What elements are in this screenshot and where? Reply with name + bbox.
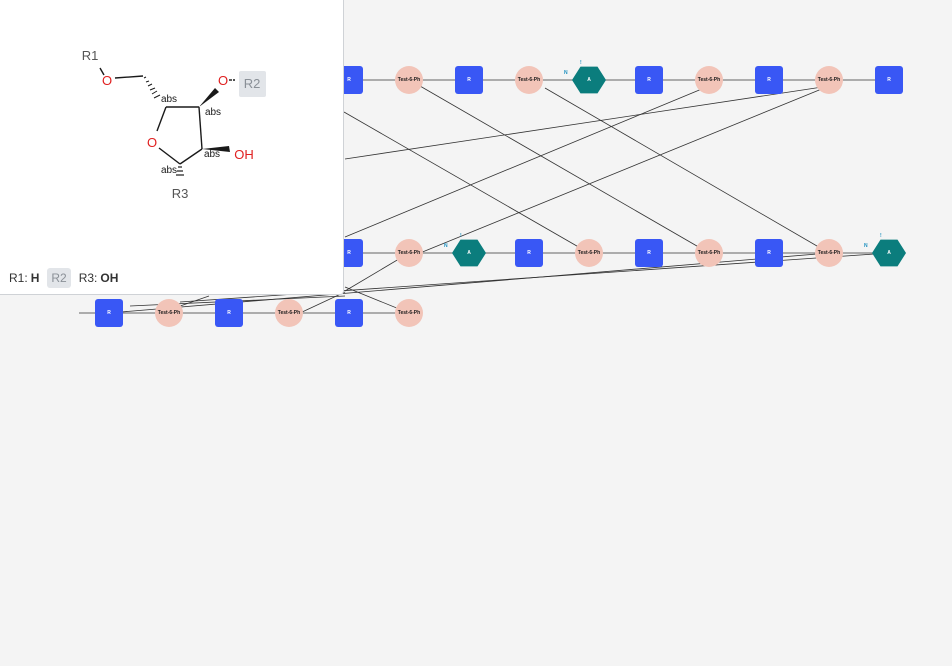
bond-o-ch2	[114, 75, 144, 79]
sugar-monomer-label: R	[347, 77, 351, 83]
sugar-monomer-label: R	[227, 310, 231, 316]
bond-c4-oring	[156, 106, 167, 132]
sugar-monomer[interactable]	[215, 299, 243, 327]
sugar-monomer[interactable]	[635, 66, 663, 94]
base-monomer-label: A	[887, 250, 891, 256]
r2-label: R2	[244, 76, 261, 91]
sugar-monomer[interactable]	[455, 66, 483, 94]
linker-monomer-label: Test-6-Ph	[398, 77, 420, 83]
base-monomer[interactable]	[572, 66, 606, 94]
base-attachment-tag: N	[864, 243, 868, 249]
base-attachment-tag: !	[880, 233, 882, 239]
base-monomer[interactable]	[872, 239, 906, 267]
linker-monomer-label: Test-6-Ph	[398, 310, 420, 316]
wedge-c3-o	[199, 88, 219, 107]
sugar-monomer[interactable]	[515, 239, 543, 267]
rgroup-r1: R1: H	[9, 271, 39, 285]
crosslink-bond	[419, 85, 830, 254]
stereo-label: abs	[204, 149, 220, 160]
sugar-monomer-label: R	[647, 77, 651, 83]
bond-oring-c1	[158, 147, 181, 165]
linker-monomer[interactable]	[395, 239, 423, 267]
sugar-monomer-label: R	[107, 310, 111, 316]
sugar-monomer[interactable]	[875, 66, 903, 94]
linker-monomer-label: Test-6-Ph	[698, 77, 720, 83]
linker-monomer[interactable]	[815, 66, 843, 94]
rgroup-name: R2	[51, 271, 67, 285]
crosslink-bond	[419, 85, 710, 254]
linker-monomer[interactable]	[695, 66, 723, 94]
linker-monomer[interactable]	[275, 299, 303, 327]
sugar-monomer-label: R	[767, 250, 771, 256]
linker-monomer-label: Test-6-Ph	[578, 250, 600, 256]
base-monomer-label: A	[587, 77, 591, 83]
sugar-monomer-label: R	[467, 77, 471, 83]
monomer-structure-preview: R1 O O R2 O OH R3 abs abs abs abs R1: H …	[0, 0, 344, 295]
crosslink-bond	[344, 85, 830, 160]
r1-label: R1	[82, 48, 99, 63]
crosslink-bond	[343, 111, 590, 254]
sugar-monomer[interactable]	[95, 299, 123, 327]
bond-c1-c2	[179, 148, 203, 165]
linker-monomer[interactable]	[515, 66, 543, 94]
wedge-c2-oh	[202, 146, 230, 152]
sugar-monomer[interactable]	[635, 239, 663, 267]
base-attachment-tag: !	[580, 60, 582, 66]
base-monomer-label: A	[467, 250, 471, 256]
linker-monomer-label: Test-6-Ph	[698, 250, 720, 256]
atom-o-ring: O	[147, 135, 157, 150]
stereo-label: abs	[161, 94, 177, 105]
atom-o-right: O	[218, 73, 228, 88]
linker-monomer-label: Test-6-Ph	[158, 310, 180, 316]
linker-monomer-label: Test-6-Ph	[818, 77, 840, 83]
atom-o-left: O	[102, 73, 112, 88]
linker-monomer[interactable]	[575, 239, 603, 267]
sugar-monomer-label: R	[767, 77, 771, 83]
linker-monomer[interactable]	[155, 299, 183, 327]
linker-monomer[interactable]	[395, 66, 423, 94]
rgroup-name: R1:	[9, 271, 28, 285]
rgroup-value: OH	[100, 271, 119, 285]
rgroup-r2: R2	[47, 268, 71, 288]
base-monomer[interactable]	[452, 239, 486, 267]
r3-label: R3	[172, 186, 189, 201]
structure-drawing: R1 O O R2 O OH R3 abs abs abs abs	[82, 48, 266, 201]
linker-monomer-label: Test-6-Ph	[818, 250, 840, 256]
sugar-monomer[interactable]	[335, 299, 363, 327]
stereo-label: abs	[205, 107, 221, 118]
sugar-monomer-label: R	[347, 310, 351, 316]
stereo-label: abs	[161, 165, 177, 176]
linker-monomer[interactable]	[395, 299, 423, 327]
rgroup-r3: R3: OH	[79, 271, 119, 285]
sugar-monomer-label: R	[527, 250, 531, 256]
sugar-monomer[interactable]	[755, 66, 783, 94]
linker-monomer[interactable]	[695, 239, 723, 267]
linker-monomer-label: Test-6-Ph	[518, 77, 540, 83]
rgroup-name: R3:	[78, 271, 98, 285]
sugar-monomer-label: R	[347, 250, 351, 256]
crosslink-bond	[344, 85, 710, 238]
bond-r1-o	[99, 67, 105, 76]
base-attachment-tag: N	[564, 70, 568, 76]
crosslink-bond	[299, 291, 346, 314]
sugar-monomer-label: R	[647, 250, 651, 256]
atom-oh: OH	[234, 147, 254, 162]
bond-c2-c3	[198, 106, 203, 150]
rgroup-value: H	[30, 271, 40, 285]
sugar-monomer-label: R	[887, 77, 891, 83]
rgroup-summary: R1: H R2 R3: OH	[9, 268, 118, 288]
linker-monomer-label: Test-6-Ph	[398, 250, 420, 256]
base-attachment-tag: N	[444, 243, 448, 249]
linker-monomer-label: Test-6-Ph	[278, 310, 300, 316]
linker-monomer[interactable]	[815, 239, 843, 267]
crosslink-bond	[544, 87, 830, 254]
base-attachment-tag: !	[460, 233, 462, 239]
sugar-monomer[interactable]	[755, 239, 783, 267]
